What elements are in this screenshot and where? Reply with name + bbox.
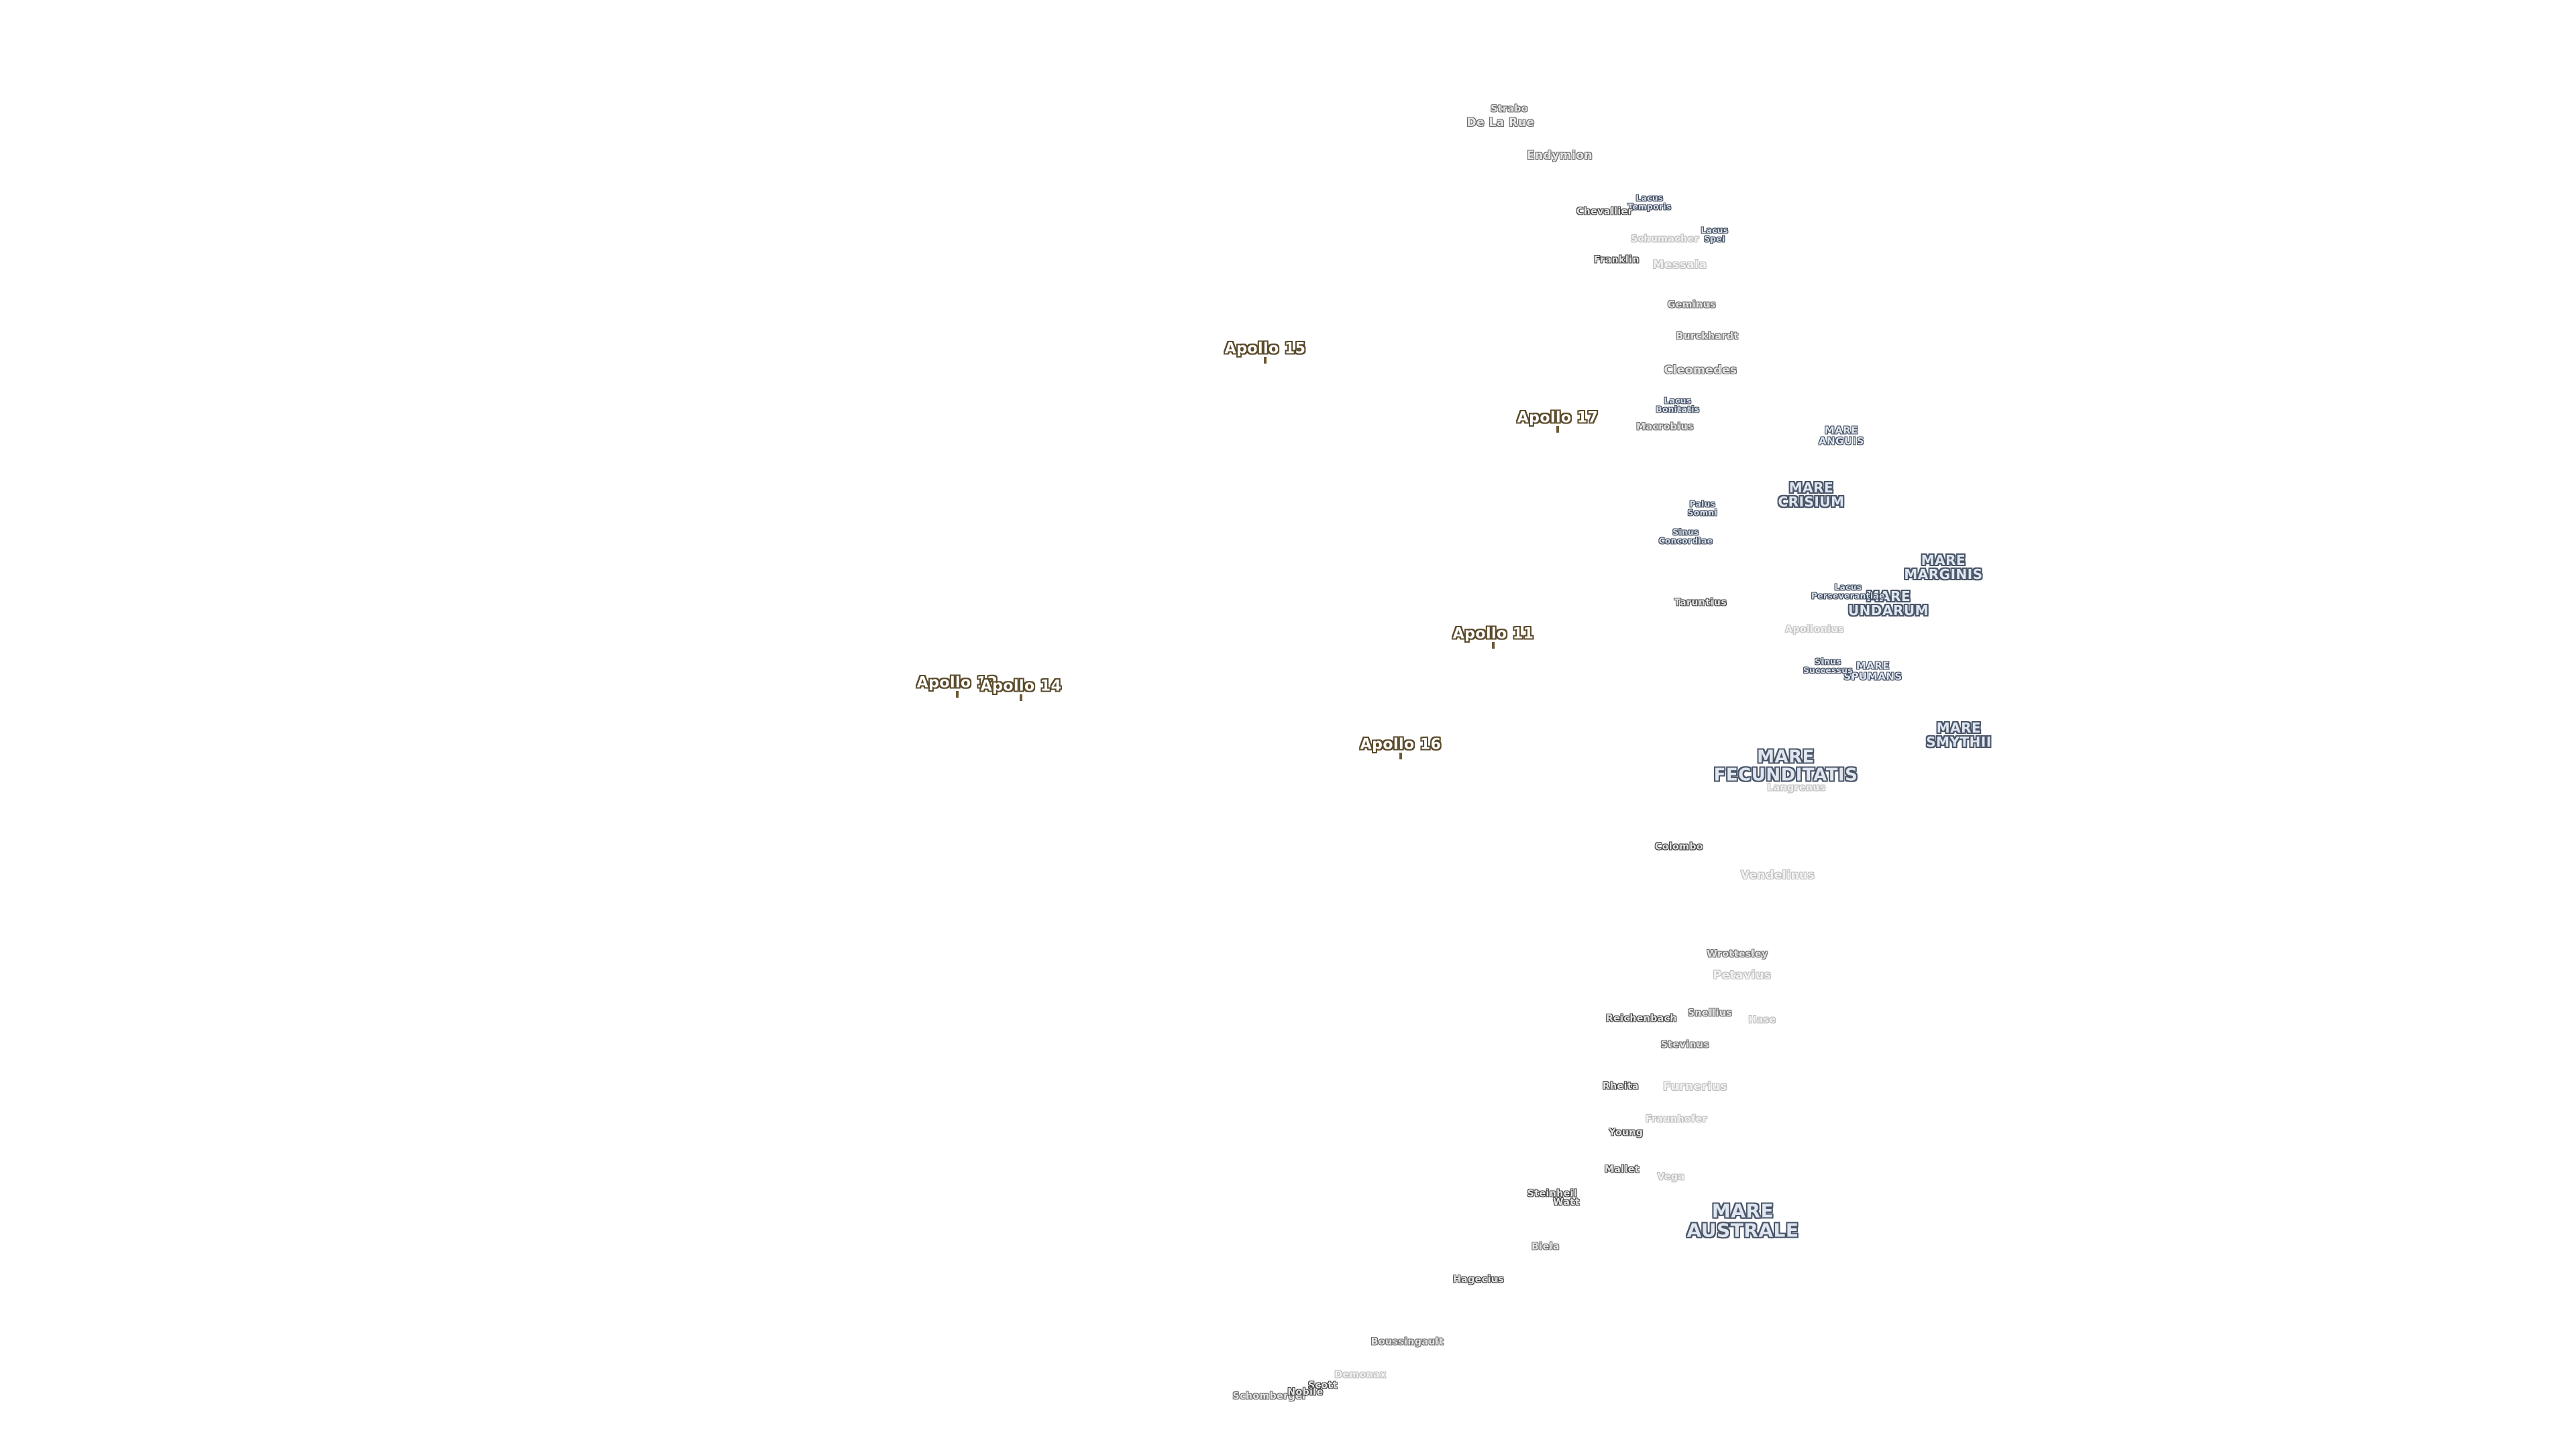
mare-anguis-label[interactable]: MARE ANGUIS [1818, 424, 1865, 447]
crater-biela-label[interactable]: Biela [1532, 1241, 1560, 1252]
crater-rheita-label[interactable]: Rheita [1602, 1081, 1640, 1092]
lacus-perseverantiae-label[interactable]: Lacus Perseverantiae [1811, 582, 1885, 600]
crater-taruntius-label[interactable]: Taruntius [1674, 597, 1727, 608]
crater-nobile-label[interactable]: Nobile [1287, 1387, 1324, 1398]
crater-mallet-label[interactable]: Mallet [1604, 1164, 1640, 1175]
crater-geminus-label[interactable]: Geminus [1667, 299, 1717, 311]
crater-reichenbach-label[interactable]: Reichenbach [1605, 1013, 1678, 1024]
apollo-17-label[interactable]: Apollo 17 [1517, 409, 1599, 427]
crater-snellius-label[interactable]: Snellius [1687, 1008, 1733, 1019]
apollo-16-label[interactable]: Apollo 16 [1360, 736, 1442, 753]
crater-schomberger-label[interactable]: Schomberger [1232, 1391, 1307, 1402]
apollo-14-label[interactable]: Apollo 14 [980, 678, 1062, 695]
apollo-14-marker [1020, 694, 1022, 701]
crater-macrobius-label[interactable]: Macrobius [1636, 421, 1694, 433]
crater-colombo-label[interactable]: Colombo [1654, 841, 1704, 853]
mare-marginis-label[interactable]: MARE MARGINIS [1904, 552, 1983, 582]
lacus-bonitatis-label[interactable]: Lacus Bonitatis [1656, 396, 1700, 414]
crater-vega-label[interactable]: Vega [1657, 1171, 1685, 1183]
crater-steinheil-label[interactable]: Steinheil [1527, 1188, 1578, 1199]
apollo-12-label[interactable]: Apollo 12 [916, 674, 998, 692]
apollo-15-label[interactable]: Apollo 15 [1224, 340, 1306, 358]
crater-franklin-label[interactable]: Franklin [1594, 254, 1640, 266]
mare-fecunditatis-label[interactable]: MARE FECUNDITATIS [1713, 747, 1858, 786]
crater-stevinus-label[interactable]: Stevinus [1660, 1039, 1710, 1051]
sinus-successus-label[interactable]: Sinus Successus [1803, 657, 1854, 675]
apollo-12-marker [956, 691, 959, 698]
crater-strabo-label[interactable]: Strabo [1491, 103, 1528, 115]
crater-messala-label[interactable]: Messala [1652, 258, 1707, 272]
apollo-16-marker [1399, 753, 1402, 759]
crater-vendelinus-label[interactable]: Vendelinus [1740, 869, 1815, 883]
crater-endymion-label[interactable]: Endymion [1526, 149, 1593, 163]
apollo-11-label[interactable]: Apollo 11 [1452, 625, 1534, 643]
mare-australe-label[interactable]: MARE AUSTRALE [1686, 1199, 1799, 1242]
mare-undarum-label[interactable]: MARE UNDARUM [1847, 588, 1929, 619]
crater-hagecius-label[interactable]: Hagecius [1452, 1274, 1505, 1285]
crater-demonax-label[interactable]: Demonax [1334, 1369, 1387, 1381]
crater-burckhardt-label[interactable]: Burckhardt [1676, 331, 1739, 342]
crater-hase-label[interactable]: Hase [1748, 1014, 1776, 1026]
lacus-temporis-label[interactable]: Lacus Temporis [1627, 193, 1672, 211]
crater-de-la-rue-label[interactable]: De La Rue [1466, 116, 1535, 130]
palus-somni-label[interactable]: Palus Somni [1687, 499, 1718, 517]
apollo-11-marker [1492, 642, 1495, 649]
crater-chevallier-label[interactable]: Chevallier [1576, 206, 1633, 217]
crater-watt-label[interactable]: Watt [1553, 1197, 1580, 1208]
crater-fraunhofer-label[interactable]: Fraunhofer [1645, 1114, 1708, 1125]
apollo-15-marker [1264, 357, 1267, 364]
mare-smythii-label[interactable]: MARE SMYTHII [1926, 720, 1992, 750]
crater-apollonius-label[interactable]: Apollonius [1785, 624, 1844, 635]
mare-crisium-label[interactable]: MARE CRISIUM [1778, 480, 1845, 510]
crater-boussingault-label[interactable]: Boussingault [1371, 1336, 1444, 1348]
crater-scott-label[interactable]: Scott [1308, 1380, 1338, 1391]
crater-young-label[interactable]: Young [1609, 1127, 1644, 1138]
crater-cleomedes-label[interactable]: Cleomedes [1664, 364, 1737, 378]
crater-schumacher-label[interactable]: Schumacher [1630, 233, 1700, 245]
apollo-17-marker [1556, 426, 1559, 433]
crater-petavius-label[interactable]: Petavius [1713, 969, 1772, 983]
lacus-spei-label[interactable]: Lacus Spei [1701, 225, 1729, 244]
crater-furnerius-label[interactable]: Furnerius [1663, 1080, 1727, 1094]
crater-langrenus-label[interactable]: Langrenus [1767, 782, 1826, 794]
mare-spumans-label[interactable]: MARE SPUMANS [1843, 659, 1902, 682]
sinus-concordiae-label[interactable]: Sinus Concordiae [1658, 527, 1713, 545]
crater-wrottesley-label[interactable]: Wrottesley [1707, 949, 1768, 960]
